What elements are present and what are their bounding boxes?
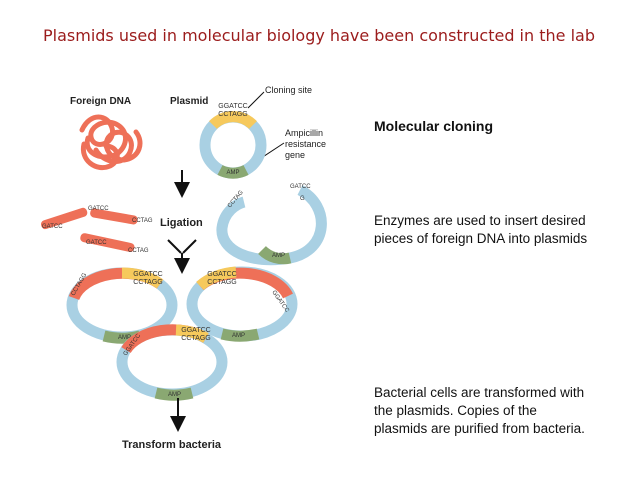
cloning-site-label: Cloning site <box>265 85 312 95</box>
enzymes-line-1: Enzymes are used to insert desired <box>374 213 586 228</box>
top-amp-label: AMP <box>226 170 239 176</box>
ligation-label: Ligation <box>160 217 203 229</box>
bacteria-paragraph: Bacterial cells are transformed with the… <box>374 384 629 438</box>
plasmid-top: GGATCC CCTAGG AMP <box>199 103 267 179</box>
top-site-seq-top: GGATCC <box>218 103 247 110</box>
right-seq-top: GGATCC <box>207 271 236 278</box>
slide-title: Plasmids used in molecular biology have … <box>43 26 595 45</box>
frag-seq-4: CCTAG <box>132 218 153 224</box>
frag-seq-3: GATCC <box>86 240 107 246</box>
top-site-seq-bottom: CCTAGG <box>218 111 247 118</box>
foreign-fragments: GATCC GATCC GATCC CCTAG CCTAG <box>40 206 153 254</box>
bottom-seq-bottom: CCTAGG <box>181 335 210 342</box>
right-amp-label: AMP <box>232 333 245 339</box>
merge-line-left <box>167 239 182 254</box>
molecular-cloning-heading: Molecular cloning <box>374 118 494 134</box>
cut-site-seq-1: GATCC <box>290 184 311 190</box>
right-seq-bottom: CCTAGG <box>207 279 236 286</box>
transform-label: Transform bacteria <box>122 439 222 451</box>
foreign-dna-label: Foreign DNA <box>70 96 131 107</box>
cloning-site-pointer <box>247 91 265 109</box>
amp-gene-label-3: gene <box>285 150 305 160</box>
bacteria-line-3: plasmids are purified from bacteria. <box>374 421 585 436</box>
left-seq-bottom: CCTAGG <box>133 279 162 286</box>
bacteria-line-1: Bacterial cells are transformed with <box>374 385 585 400</box>
enzymes-line-2: pieces of foreign DNA into plasmids <box>374 231 588 246</box>
left-amp-label: AMP <box>118 335 131 341</box>
cut-plasmid: GATCC G CCTAG AMP <box>216 184 327 266</box>
plasmid-label: Plasmid <box>170 96 208 107</box>
frag-seq-1: GATCC <box>42 224 63 230</box>
merge-line-right <box>182 239 197 254</box>
bacteria-line-2: the plasmids. Copies of the <box>374 403 537 418</box>
bottom-seq-top: GGATCC <box>181 327 210 334</box>
cut-site-seq-2: G <box>300 196 305 202</box>
cut-amp-label: AMP <box>272 253 285 259</box>
frag-seq-5: CCTAG <box>128 248 149 254</box>
recombinant-plasmid-bottom: GGATCC CCTAGG GGATCC AMP <box>116 324 228 401</box>
amp-gene-label-1: Ampicillin <box>285 128 323 138</box>
left-seq-top: GGATCC <box>133 271 162 278</box>
bottom-amp-label: AMP <box>168 392 181 398</box>
foreign-dna-coil <box>79 114 143 170</box>
frag-seq-2: GATCC <box>88 206 109 212</box>
enzymes-paragraph: Enzymes are used to insert desired piece… <box>374 212 624 248</box>
amp-gene-label-2: resistance <box>285 139 326 149</box>
